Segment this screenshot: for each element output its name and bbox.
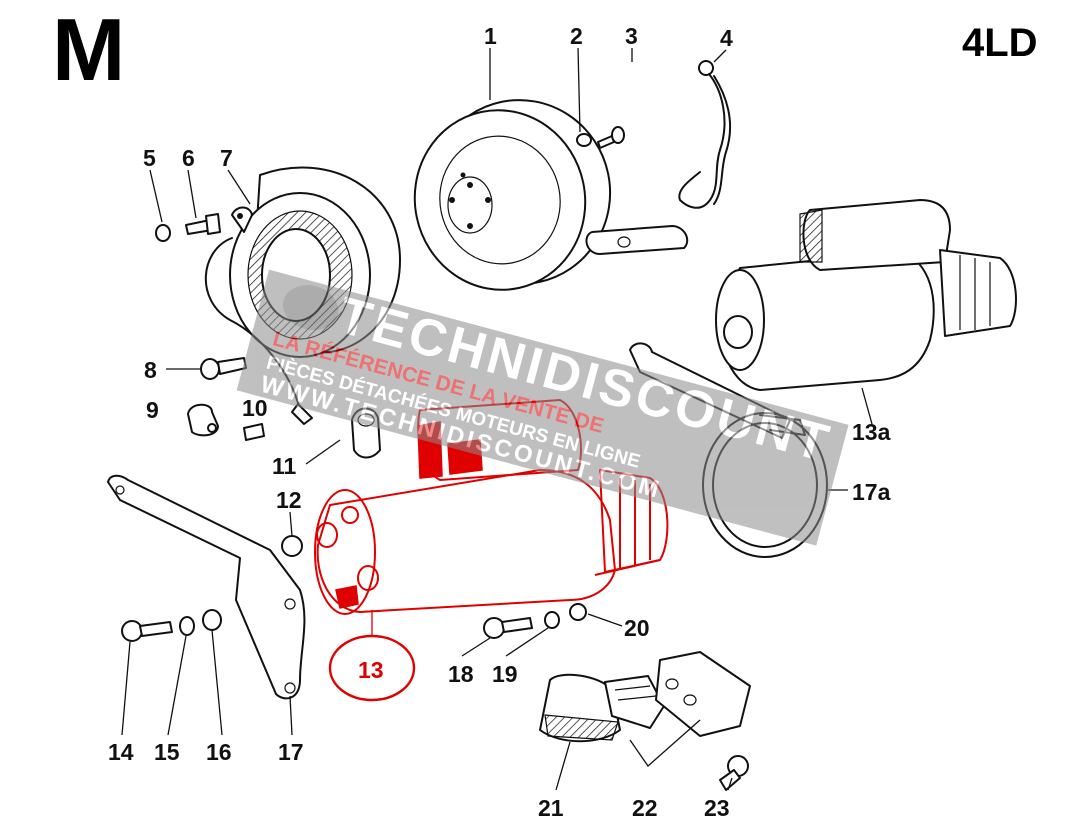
- callout-2: 2: [570, 23, 583, 49]
- callout-16: 16: [206, 739, 232, 765]
- callout-20: 20: [624, 615, 650, 641]
- screw-icon: [597, 126, 625, 149]
- highlight-circle: [328, 634, 416, 702]
- connector-block-icon: [604, 675, 665, 729]
- callout-18: 18: [448, 661, 474, 687]
- callout-6: 6: [182, 145, 195, 171]
- callout-21: 21: [538, 795, 564, 817]
- engine-code: 4LD: [962, 21, 1038, 65]
- washer-icon: [544, 611, 560, 629]
- callout-13: 13: [358, 657, 384, 683]
- washer-icon: [179, 616, 195, 636]
- callout-12: 12: [276, 487, 302, 513]
- callout-10: 10: [242, 395, 268, 421]
- callout-23: 23: [704, 795, 730, 817]
- washer-icon: [155, 224, 171, 242]
- callout-17a: 17a: [852, 479, 891, 505]
- nut-icon: [569, 603, 587, 621]
- terminal-icon: [187, 403, 219, 437]
- callout-19: 19: [492, 661, 518, 687]
- callout-3: 3: [625, 23, 638, 49]
- pin-icon: [243, 423, 265, 441]
- regulator-icon: [539, 673, 621, 743]
- bracket-icon: [107, 474, 306, 700]
- callout-22: 22: [632, 795, 658, 817]
- bolt-icon: [185, 213, 221, 235]
- callout-8: 8: [144, 357, 157, 383]
- callout-5: 5: [143, 145, 156, 171]
- callout-14: 14: [108, 739, 134, 765]
- nut-icon: [576, 133, 592, 147]
- callout-labels: 1 2 3 4 5 6 7 8 9 10 11 12 13 13a 14 15 …: [108, 23, 891, 817]
- voltage-regulator-icon: [655, 651, 751, 737]
- callout-9: 9: [146, 397, 159, 423]
- nut-icon: [202, 609, 222, 631]
- callout-13a: 13a: [852, 419, 891, 445]
- screw-icon: [719, 755, 749, 791]
- callout-7: 7: [220, 145, 233, 171]
- callout-1: 1: [484, 23, 497, 49]
- bolt-icon: [483, 617, 533, 639]
- flywheel-icon: [413, 99, 612, 291]
- callout-15: 15: [154, 739, 180, 765]
- bolt-icon: [200, 357, 247, 380]
- starter-motor-icon: [715, 199, 1017, 391]
- callout-4: 4: [720, 25, 733, 51]
- leader-lines: [121, 47, 873, 791]
- callout-17: 17: [278, 739, 304, 765]
- cable-icon: [585, 60, 732, 255]
- callout-11: 11: [272, 453, 297, 479]
- bolt-icon: [121, 620, 173, 642]
- nut-icon: [281, 535, 303, 557]
- section-letter: M: [52, 0, 125, 99]
